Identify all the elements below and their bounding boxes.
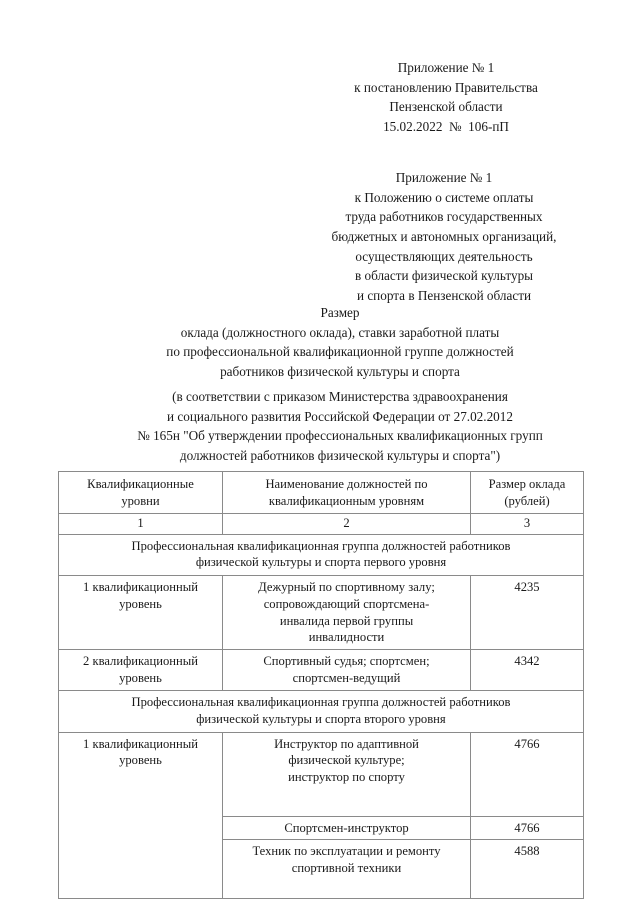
column-header-line: Размер оклада [488,477,566,491]
appendix-header-primary-date-number: 15.02.2022 № 106-пП [383,119,509,135]
cell-line: сопровождающий спортсмена- [263,596,430,611]
cell-line: 1 квалификационный [83,736,198,751]
group-header-second-level: Профессиональная квалификационная группа… [58,690,584,733]
column-header-line: уровни [121,493,160,508]
group-header-first-level: Профессиональная квалификационная группа… [58,533,584,577]
cell-position-name: Спортсмен-инструктор [222,815,471,841]
column-header-line: (рублей) [504,493,550,508]
legal-reference-note-line: должностей работников физической культур… [179,448,501,464]
appendix-header-secondary-line: бюджетных и автономных организаций, [331,229,557,245]
cell-position-name: Инструктор по адаптивной физической куль… [222,731,471,817]
appendix-header-primary-line: Приложение № 1 [397,60,495,75]
cell-salary-amount: 4235 [470,575,584,651]
cell-line: спортивной техники [291,861,402,876]
cell-line: спортсмен-ведущий [292,670,401,685]
cell-line: физической культуре; [288,753,405,768]
cell-qualification-level: 1 квалификационный уровень [58,731,223,900]
table-group-header-row: Профессиональная квалификационная группа… [58,690,584,733]
column-number: 1 [58,513,223,535]
cell-salary-amount: 4766 [470,815,584,841]
column-header-salary-amount: Размер оклада (рублей) [470,471,584,514]
cell-position-name: Техник по эксплуатации и ремонту спортив… [222,839,471,900]
cell-salary-amount: 4588 [470,839,584,900]
cell-qualification-level: 1 квалификационный уровень [58,575,223,651]
column-header-line: Квалификационные [87,477,194,491]
cell-line: Дежурный по спортивному залу; [258,580,435,595]
cell-line: Техник по эксплуатации и ремонту [252,844,441,859]
table-row: 1 квалификационный уровень Инструктор по… [58,731,584,900]
document-title-line: Размер [320,305,360,320]
cell-salary-amount: 4766 [470,731,584,817]
cell-line: уровень [119,753,162,768]
column-header-line: Наименование должностей по [265,477,428,491]
column-number: 3 [470,513,584,535]
legal-reference-note-line: (в соответствии с приказом Министерства … [172,389,508,404]
legal-reference-note: (в соответствии с приказом Министерства … [42,387,638,466]
table-row: Техник по эксплуатации и ремонту спортив… [59,839,584,900]
cell-line: 2 квалификационный [83,654,198,669]
document-title-line: оклада (должностного оклада), ставки зар… [180,324,500,340]
salary-table: Квалификационные уровни Наименование дол… [58,471,584,900]
legal-reference-note-line: № 165н "Об утверждении профессиональных … [137,428,543,444]
legal-reference-note-line: и социального развития Российской Федера… [167,408,513,424]
group-header-line: физической культуры и спорта первого уро… [195,555,447,570]
table-header-row: Квалификационные уровни Наименование дол… [58,471,584,514]
table-row: 2 квалификационный уровень Спортивный су… [58,649,584,692]
cell-line: 1 квалификационный [83,580,198,595]
document-title-line: работников физической культуры и спорта [220,364,460,380]
appendix-header-secondary-line: и спорта в Пензенской области [356,288,532,304]
cell-line: Спортсмен-инструктор [284,820,409,835]
appendix-header-secondary-line: к Положению о системе оплаты [354,189,534,205]
table-column-number-row: 1 2 3 [58,513,584,535]
table-group-header-row: Профессиональная квалификационная группа… [58,533,584,577]
group-header-line: Профессиональная квалификационная группа… [131,695,511,710]
appendix-header-secondary-line: Приложение № 1 [395,170,493,185]
appendix-header-secondary-line: осуществляющих деятельность [355,248,533,264]
cell-line: Спортивный судья; спортсмен; [263,654,430,669]
column-number: 2 [222,513,471,535]
column-header-line: квалификационным уровням [268,493,425,508]
cell-salary-amount: 4342 [470,649,584,692]
cell-line: инструктор по спорту [288,770,405,785]
cell-line: инвалидности [308,630,385,645]
cell-line: Инструктор по адаптивной [274,736,419,751]
document-title: Размер оклада (должностного оклада), ста… [42,303,638,382]
table-row: 1 квалификационный уровень Дежурный по с… [58,575,584,651]
cell-line: инвалида первой группы [279,613,414,628]
group-header-line: физической культуры и спорта второго уро… [196,711,446,726]
cell-position-name: Дежурный по спортивному залу; сопровожда… [222,575,471,651]
cell-line: уровень [119,670,162,685]
group-header-line: Профессиональная квалификационная группа… [131,538,511,553]
document-title-line: по профессиональной квалификационной гру… [166,344,514,360]
cell-line: уровень [119,596,162,611]
column-header-qualification-level: Квалификационные уровни [58,471,223,514]
appendix-header-primary: Приложение № 1 к постановлению Правитель… [312,58,580,137]
column-header-position-name: Наименование должностей по квалификацион… [222,471,471,514]
cell-position-name: Спортивный судья; спортсмен; спортсмен-в… [222,649,471,692]
appendix-header-primary-line: Пензенской области [389,99,503,115]
appendix-header-secondary: Приложение № 1 к Положению о системе опл… [300,168,588,306]
appendix-header-secondary-line: в области физической культуры [354,268,534,284]
cell-qualification-level: 2 квалификационный уровень [58,649,223,692]
appendix-header-primary-line: к постановлению Правительства [354,79,538,95]
appendix-header-secondary-line: труда работников государственных [345,209,543,225]
